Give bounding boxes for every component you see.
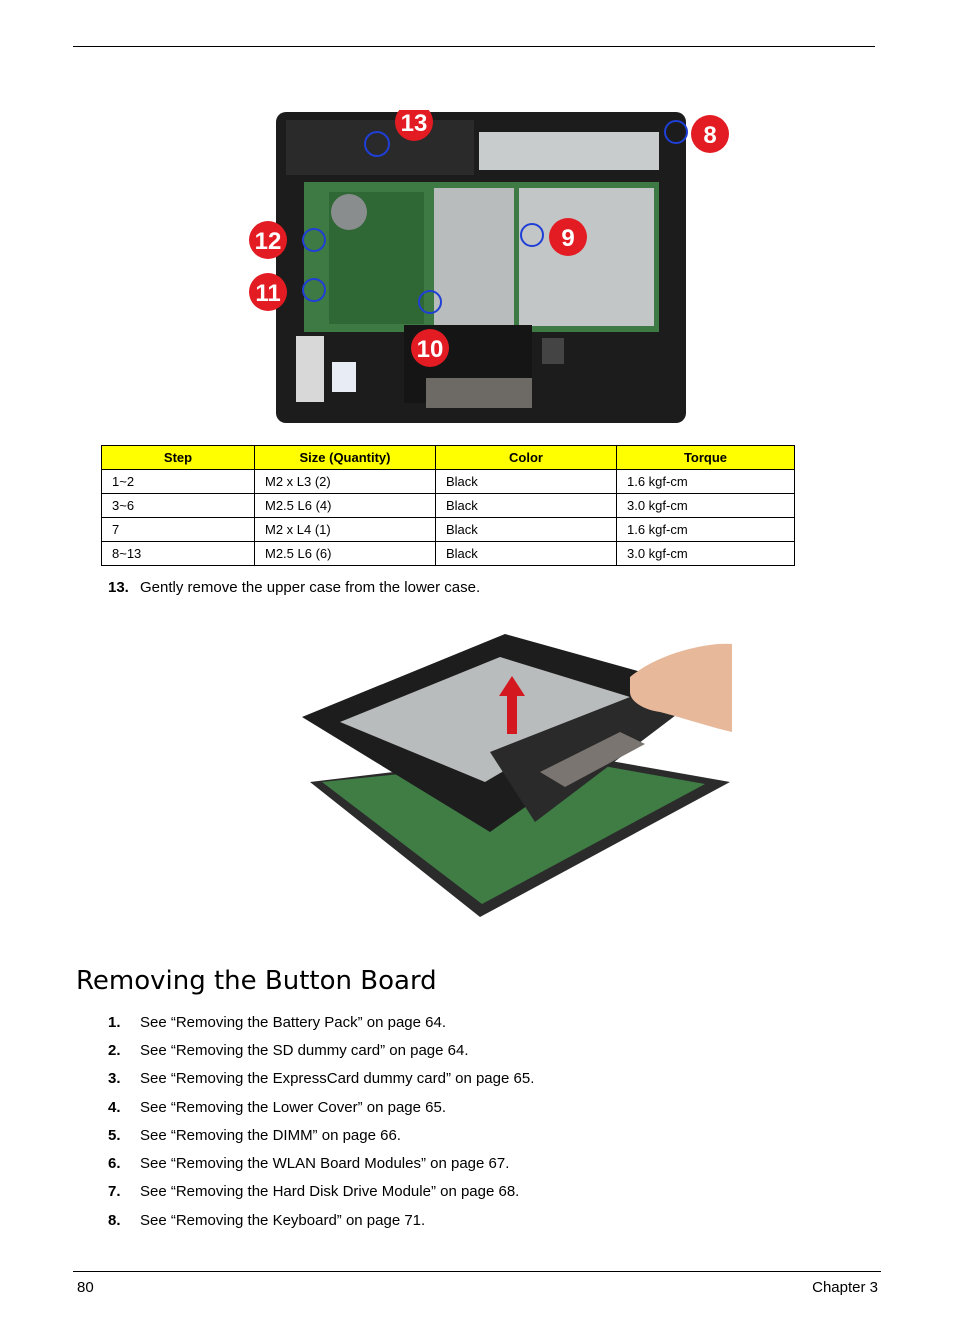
table-row: 8~13 M2.5 L6 (6) Black 3.0 kgf-cm (101, 541, 795, 566)
page-number: 80 (77, 1279, 94, 1296)
callout-12: 12 (255, 228, 282, 255)
list-item: 1. See “Removing the Battery Pack” on pag… (108, 1014, 446, 1032)
step-number: 2. (108, 1042, 121, 1059)
callout-9: 9 (561, 225, 574, 252)
cell: 1~2 (101, 469, 255, 494)
list-item: 8. See “Removing the Keyboard” on page 71… (108, 1212, 425, 1230)
step-text: See “Removing the SD dummy card” on page… (140, 1042, 469, 1059)
step-number: 8. (108, 1212, 121, 1229)
step-number: 13. (108, 579, 129, 596)
step-number: 5. (108, 1127, 121, 1144)
lift-arrow-head (499, 676, 525, 696)
cell: M2 x L4 (1) (254, 517, 436, 542)
step-number: 4. (108, 1099, 121, 1116)
step-text: See “Removing the Keyboard” on page 71. (140, 1212, 426, 1229)
list-item: 2. See “Removing the SD dummy card” on pa… (108, 1042, 469, 1060)
screw-10-ring (418, 290, 442, 314)
cell: M2 x L3 (2) (254, 469, 436, 494)
header-color: Color (435, 445, 617, 470)
table-row: 1~2 M2 x L3 (2) Black 1.6 kgf-cm (101, 469, 795, 494)
step-number: 7. (108, 1183, 121, 1200)
cell: M2.5 L6 (4) (254, 493, 436, 518)
cell: 1.6 kgf-cm (616, 517, 795, 542)
list-item: 4. See “Removing the Lower Cover” on page… (108, 1099, 446, 1117)
step-text: Gently remove the upper case from the lo… (140, 579, 481, 596)
cell: M2.5 L6 (6) (254, 541, 436, 566)
screw-12-ring (302, 228, 326, 252)
footer-rule (73, 1271, 881, 1272)
cell: Black (435, 541, 617, 566)
hand (630, 643, 732, 732)
step-text: See “Removing the WLAN Board Modules” on… (140, 1155, 510, 1172)
cell: 1.6 kgf-cm (616, 469, 795, 494)
table-header-row: Step Size (Quantity) Color Torque (101, 445, 795, 470)
step-number: 1. (108, 1014, 121, 1031)
screw-11-ring (302, 278, 326, 302)
callout-overlay: 8 12 11 (249, 115, 729, 311)
cell: 3.0 kgf-cm (616, 541, 795, 566)
screw-8-ring (664, 120, 688, 144)
metal-shield (434, 188, 514, 328)
header-size: Size (Quantity) (254, 445, 436, 470)
list-item: 7. See “Removing the Hard Disk Drive Modu… (108, 1183, 519, 1201)
callout-13: 13 (401, 110, 428, 137)
list-item: 3. See “Removing the ExpressCard dummy ca… (108, 1070, 534, 1088)
step-text: See “Removing the Lower Cover” on page 6… (140, 1099, 447, 1116)
step-13: 13. Gently remove the upper case from the… (108, 579, 480, 597)
cell: Black (435, 493, 617, 518)
lift-upper-case-photo (300, 632, 732, 917)
cell: 7 (101, 517, 255, 542)
step-text: See “Removing the ExpressCard dummy card… (140, 1070, 535, 1087)
screw-spec-table: Step Size (Quantity) Color Torque 1~2 M2… (101, 445, 795, 566)
cell: Black (435, 517, 617, 542)
callout-8: 8 (703, 122, 716, 149)
step-number: 6. (108, 1155, 121, 1172)
step-text: See “Removing the DIMM” on page 66. (140, 1127, 401, 1144)
step-text: See “Removing the Hard Disk Drive Module… (140, 1183, 520, 1200)
table-row: 7 M2 x L4 (1) Black 1.6 kgf-cm (101, 517, 795, 542)
screw-9-ring (520, 223, 544, 247)
upper-case-screw-photo: 13 9 10 (274, 110, 688, 425)
callout-10: 10 (417, 336, 444, 363)
step-number: 3. (108, 1070, 121, 1087)
lift-arrow-shaft (507, 694, 517, 734)
table-row: 3~6 M2.5 L6 (4) Black 3.0 kgf-cm (101, 493, 795, 518)
list-item: 6. See “Removing the WLAN Board Modules” … (108, 1155, 509, 1173)
section-title: Removing the Button Board (76, 966, 437, 996)
cell: Black (435, 469, 617, 494)
header-step: Step (101, 445, 255, 470)
cell: 3.0 kgf-cm (616, 493, 795, 518)
screw-13-ring (364, 131, 390, 157)
callout-11: 11 (255, 280, 280, 307)
cell: 3~6 (101, 493, 255, 518)
list-item: 5. See “Removing the DIMM” on page 66. (108, 1127, 401, 1145)
header-torque: Torque (616, 445, 795, 470)
header-rule (73, 46, 875, 47)
step-text: See “Removing the Battery Pack” on page … (140, 1014, 447, 1031)
cell: 8~13 (101, 541, 255, 566)
chapter-label: Chapter 3 (812, 1279, 878, 1296)
